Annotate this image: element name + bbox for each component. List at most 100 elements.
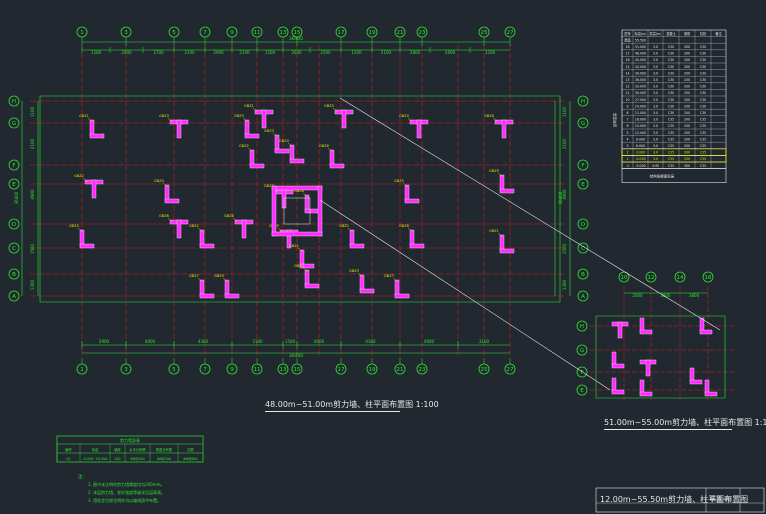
notes-line: 3. 墙柱定位除注明外均以轴线居中布置。 — [88, 497, 161, 503]
wall-web — [286, 229, 292, 249]
axis-bubble-bottom-circle — [199, 363, 211, 375]
core-wall — [317, 185, 323, 237]
schedule-cell: C35 — [700, 131, 706, 135]
schedule-cell: 3.0 — [653, 52, 658, 56]
axis-bubble-bottom-circle — [226, 363, 238, 375]
schedule-cell: C35 — [668, 157, 674, 161]
wall-tag-leader — [287, 142, 294, 148]
wall-tag-leader — [327, 147, 334, 153]
axis-bubble-bottom-label: 21 — [397, 367, 404, 373]
schedule-footer — [621, 168, 727, 183]
building-outline — [39, 95, 561, 303]
wall-leg-h — [499, 248, 515, 254]
wall-leg-h — [304, 208, 320, 214]
schedule-cell: C35 — [700, 137, 706, 141]
wall-tag: GBZ1 — [489, 229, 499, 233]
dim-right-total: 36400 — [558, 191, 563, 204]
schedule-cell: C30 — [668, 78, 674, 82]
axis-bubble-top-label: 3 — [124, 30, 128, 36]
wall-table-header: 编号 — [65, 447, 72, 452]
core-wall — [271, 231, 323, 237]
schedule-cell: 200 — [684, 71, 690, 75]
side-axis-bubble-left-circle — [576, 384, 588, 396]
side-axis-bubble-label: 14 — [677, 275, 684, 281]
axis-bubble-top-circle — [416, 26, 428, 38]
axis-bubble-bottom-label: 7 — [203, 367, 207, 373]
wall-tag-leader — [402, 182, 409, 188]
side-axis-bubble-circle — [674, 271, 686, 283]
axis-bubble-bottom-circle — [394, 363, 406, 375]
schedule-cell: 15 — [625, 65, 629, 69]
wall-tag-leader — [492, 117, 499, 123]
side-wall-8 — [639, 379, 653, 397]
dim-top-value: 2900 — [213, 50, 224, 55]
shear-wall-14: GBZ5 — [324, 104, 354, 129]
wall-tag-leader — [242, 117, 249, 123]
title-block-text: 12.00m~55.50m剪力墙、柱平面布置图 — [600, 495, 749, 504]
schedule-cell: C30 — [700, 58, 706, 62]
dim-top-value: 2500 — [320, 50, 331, 55]
schedule-cell: 3 — [626, 144, 628, 148]
axis-bubble-left-circle — [8, 290, 20, 302]
side-outline — [595, 315, 726, 399]
wall-leg-h — [299, 263, 315, 269]
schedule-cell: 300 — [684, 164, 690, 168]
schedule-cell: 17 — [625, 52, 629, 56]
schedule-cell: C30 — [668, 98, 674, 102]
wall-tag: GBZ4 — [399, 114, 410, 118]
schedule-cell: 4.95 — [652, 164, 659, 168]
wall-tag-leader — [232, 217, 239, 223]
axis-bubble-bottom-circle — [120, 363, 132, 375]
axis-bubble-bottom-label: 13 — [280, 367, 287, 373]
wall-tag: GBZ6 — [399, 224, 409, 228]
axis-bubble-bottom-circle — [416, 363, 428, 375]
axis-bubble-top-circle — [478, 26, 490, 38]
dim-bottom-value: 4300 — [198, 339, 209, 344]
wall-web — [241, 219, 247, 239]
schedule-cell: 13 — [625, 78, 629, 82]
axis-bubble-bottom-circle — [335, 363, 347, 375]
schedule-cell: 3.0 — [653, 91, 658, 95]
schedule-cell: 3.0 — [653, 65, 658, 69]
wall-leg-v — [304, 269, 310, 287]
side-dim-value: 2000 — [632, 293, 643, 298]
dim-left-total: 36400 — [14, 191, 19, 204]
schedule-cell: 48.000 — [635, 52, 646, 56]
axis-bubble-top-label: 23 — [419, 30, 426, 36]
axis-bubble-right-circle — [577, 242, 589, 254]
wall-tag: GBZ5 — [69, 224, 79, 228]
wall-web — [645, 359, 651, 377]
axis-bubble-bottom-label: 5 — [172, 367, 176, 373]
axis-bubble-top-circle — [277, 26, 289, 38]
dim-bottom-value: 4300 — [365, 339, 376, 344]
schedule-cell: 3.0 — [653, 131, 658, 135]
schedule-cell: 11 — [625, 91, 629, 95]
schedule-cell: 9.000 — [636, 137, 645, 141]
wall-tag-leader — [407, 227, 414, 233]
side-wall-3 — [699, 317, 713, 335]
schedule-cell: 200 — [684, 85, 690, 89]
side-wall-1 — [611, 321, 629, 339]
side-axis-bubble-left-circle — [576, 344, 588, 356]
axis-bubble-top-label: 11 — [254, 30, 261, 36]
notes-block: 注:1. 图中未注明的剪力墙厚度均为200mm。2. 本层剪力墙、柱砼强度等级详… — [78, 473, 165, 503]
schedule-cell: 200 — [684, 111, 690, 115]
schedule-cell: 3.0 — [653, 45, 658, 49]
axis-bubble-bottom-circle — [291, 363, 303, 375]
wall-tag-leader — [272, 132, 279, 138]
wall-tag: GBZ4 — [154, 179, 165, 183]
dim-top-value: 2100 — [184, 50, 195, 55]
wall-web — [176, 119, 182, 139]
schedule-cell: C30 — [700, 104, 706, 108]
schedule-cell: C35 — [700, 164, 706, 168]
schedule-cell: C35 — [668, 131, 674, 135]
schedule-cell: 200 — [684, 52, 690, 56]
schedule-cell: 200 — [684, 58, 690, 62]
schedule-cell: 3.0 — [653, 58, 658, 62]
side-wall-7 — [611, 377, 625, 395]
schedule-cell: 3.0 — [653, 118, 658, 122]
wall-leg-h — [199, 243, 215, 249]
side-axis-bubble-label: 16 — [705, 275, 712, 281]
